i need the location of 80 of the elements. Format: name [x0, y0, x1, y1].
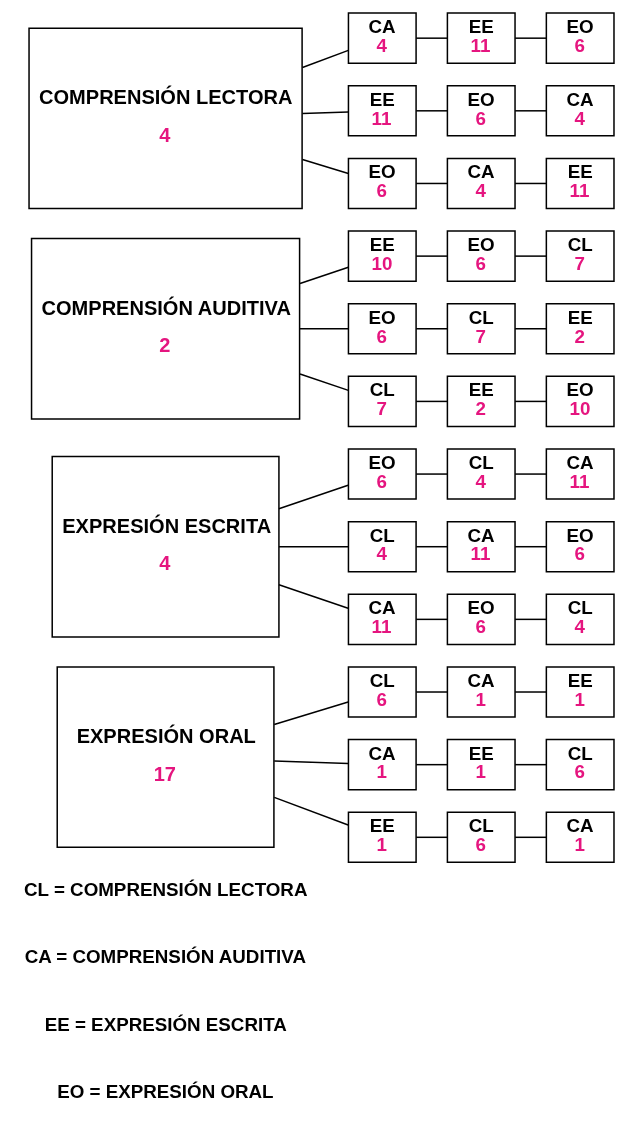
- connector: [301, 49, 349, 69]
- label: CA = COMPRENSIÓN AUDITIVA: [24, 946, 306, 968]
- connector: [273, 701, 349, 726]
- node-box: CA 1: [545, 811, 615, 864]
- connector: [513, 545, 547, 548]
- node-box: EE 2: [446, 375, 516, 428]
- connector: [414, 400, 448, 403]
- node-box: CA 11: [446, 520, 516, 573]
- connector: [414, 763, 448, 766]
- connector: [513, 836, 547, 839]
- connector: [513, 110, 547, 112]
- connector: [298, 266, 349, 285]
- connector: [298, 373, 349, 392]
- node-box: EO 6: [545, 12, 615, 64]
- connector: [414, 691, 448, 693]
- node-box: EO 6: [545, 520, 615, 573]
- node-box: EE 11: [446, 12, 516, 64]
- node-box: CL 6: [347, 666, 417, 718]
- node-box: CA 4: [545, 85, 615, 137]
- node-box: CL 7: [347, 375, 417, 428]
- connector: [513, 37, 547, 39]
- label: CL = COMPRENSIÓN LECTORA: [23, 878, 307, 900]
- node-box: EE 1: [347, 811, 417, 864]
- node-box: EO 6: [446, 593, 516, 646]
- node-box: CA 1: [347, 738, 417, 791]
- connector: [277, 584, 349, 609]
- connector: [414, 836, 448, 839]
- connector: [513, 182, 547, 185]
- connector: [301, 158, 349, 175]
- connector: [277, 484, 349, 510]
- label: EO = EXPRESIÓN ORAL: [56, 1081, 274, 1103]
- connector: [414, 473, 448, 475]
- connector: [513, 473, 547, 475]
- connector: [513, 691, 547, 693]
- node-box: CA 11: [347, 593, 417, 646]
- connector: [414, 37, 448, 39]
- node-box: CA 11: [545, 448, 615, 500]
- label: EE = EXPRESIÓN ESCRITA: [44, 1013, 287, 1035]
- node-box: EE 2: [545, 302, 615, 355]
- node-box: EO 6: [347, 448, 417, 500]
- node-box: CL 7: [545, 230, 615, 282]
- node-box: CL 6: [545, 738, 615, 791]
- node-box: COMPRENSIÓN AUDITIVA 2: [30, 237, 300, 420]
- connector: [414, 110, 448, 112]
- connector: [513, 328, 547, 330]
- node-box: CL 4: [545, 593, 615, 646]
- node-box: EE 1: [446, 738, 516, 791]
- connector: [414, 618, 448, 621]
- node-box: EO 6: [347, 302, 417, 355]
- connector: [414, 545, 448, 548]
- connector: [273, 760, 349, 765]
- connector: [298, 328, 349, 330]
- connector: [513, 255, 547, 257]
- connector: [513, 618, 547, 621]
- connector: [277, 545, 349, 548]
- node-box: CL 4: [347, 520, 417, 573]
- node-box: CL 7: [446, 302, 516, 355]
- node-box: EE 10: [347, 230, 417, 282]
- node-box: EO 6: [446, 85, 516, 137]
- connector: [273, 796, 349, 826]
- node-box: EE 11: [545, 157, 615, 210]
- connector: [513, 763, 547, 766]
- node-box: EE 1: [545, 666, 615, 718]
- node-box: CA 4: [446, 157, 516, 210]
- connector: [414, 255, 448, 257]
- node-box: CL 4: [446, 448, 516, 500]
- node-box: EXPRESIÓN ESCRITA 4: [50, 455, 280, 638]
- node-box: EO 6: [446, 230, 516, 282]
- node-box: COMPRENSIÓN LECTORA 4: [27, 27, 303, 210]
- node-box: CA 1: [446, 666, 516, 718]
- node-box: EO 10: [545, 375, 615, 428]
- connector: [414, 182, 448, 185]
- node-box: EXPRESIÓN ORAL 17: [55, 666, 275, 849]
- node-box: EO 6: [347, 157, 417, 210]
- connector: [513, 400, 547, 403]
- node-box: EE 11: [347, 85, 417, 137]
- connector: [414, 328, 448, 330]
- node-box: CA 4: [347, 12, 417, 64]
- node-box: CL 6: [446, 811, 516, 864]
- connector: [301, 111, 349, 115]
